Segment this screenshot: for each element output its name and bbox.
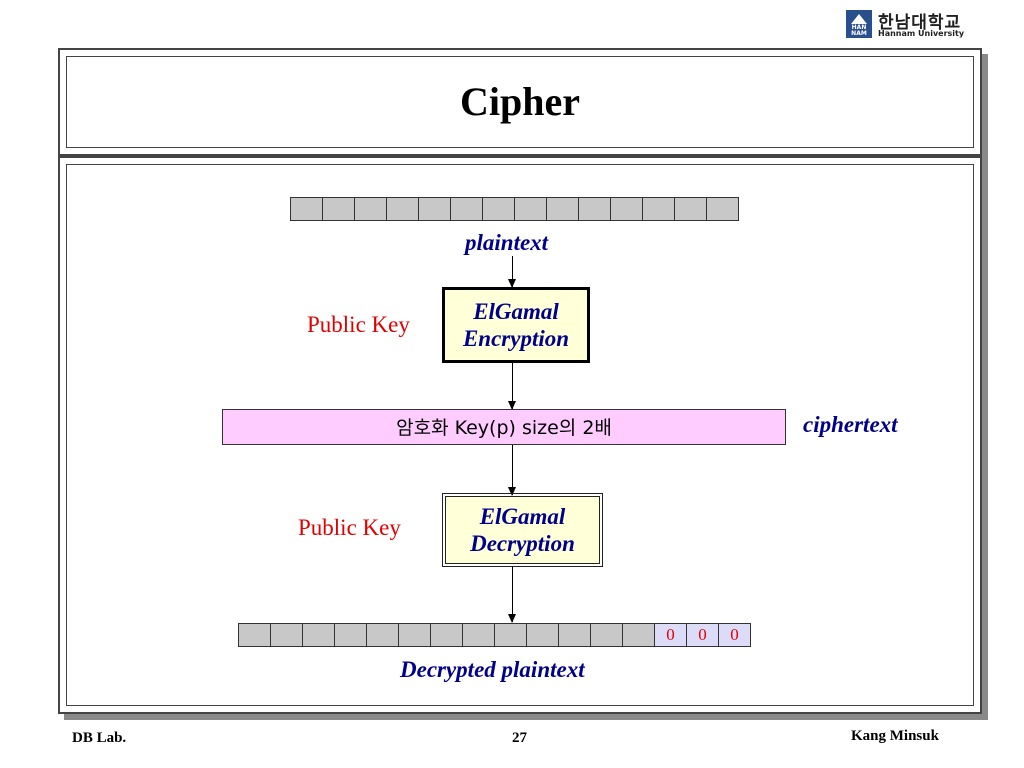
public-key-label-decryption: Public Key [298,515,401,540]
data-cell [366,623,399,647]
logo-mark-text: HAN NAM [851,24,867,37]
hannam-logo-icon: HAN NAM [846,10,872,38]
plaintext-label: plaintext [465,230,549,255]
slide-title: Cipher [460,79,580,124]
data-cell [610,197,643,221]
padding-zero-cell: 0 [718,623,751,647]
data-cell [386,197,419,221]
data-cell [354,197,387,221]
encryption-box-line2: Encryption [462,326,570,351]
data-cell [514,197,547,221]
footer-lab: DB Lab. [72,730,127,746]
data-cell [622,623,655,647]
decrypted-plaintext-label: Decrypted plaintext [400,657,585,682]
content-inner-border [66,164,974,706]
university-logo: HAN NAM 한남대학교 Hannam University [846,8,986,42]
data-cell [334,623,367,647]
elgamal-decryption-box: ElGamal Decryption [442,493,603,567]
logo-english-name: Hannam University [878,29,965,38]
footer-page-number: 27 [512,730,527,746]
data-cell [290,197,323,221]
padding-zero-cell: 0 [654,623,687,647]
data-cell [494,623,527,647]
data-cell [590,623,623,647]
data-cell [578,197,611,221]
title-inner-border [66,56,974,148]
data-cell [674,197,707,221]
data-cell [482,197,515,221]
arrow-ciphertext-to-decryption [508,445,516,496]
data-cell [302,623,335,647]
data-cell [322,197,355,221]
data-cell [558,623,591,647]
data-cell [398,623,431,647]
ciphertext-bar: 암호화 Key(p) size의 2배 [222,409,786,445]
encryption-box-line1: ElGamal [473,299,559,324]
ciphertext-label: ciphertext [803,412,898,437]
data-cell [238,623,271,647]
decryption-box-line2: Decryption [470,531,575,556]
padding-zero-cell: 0 [686,623,719,647]
data-cell [462,623,495,647]
arrow-decryption-to-plaintext [508,566,516,623]
decryption-box-line1: ElGamal [479,504,566,529]
data-cell [418,197,451,221]
public-key-label-encryption: Public Key [307,312,410,337]
data-cell [642,197,675,221]
data-cell [546,197,579,221]
data-cell [270,623,303,647]
logo-korean-name: 한남대학교 [878,13,962,33]
plaintext-cells [290,197,739,221]
data-cell [706,197,739,221]
arrow-plaintext-to-encryption [508,256,516,288]
data-cell [430,623,463,647]
data-cell [526,623,559,647]
elgamal-encryption-box: ElGamal Encryption [442,287,590,363]
ciphertext-bar-text: 암호화 Key(p) size의 2배 [396,417,612,439]
arrow-encryption-to-ciphertext [508,363,516,410]
footer-author: Kang Minsuk [851,728,939,744]
data-cell [450,197,483,221]
title-frame: Cipher [58,48,982,156]
